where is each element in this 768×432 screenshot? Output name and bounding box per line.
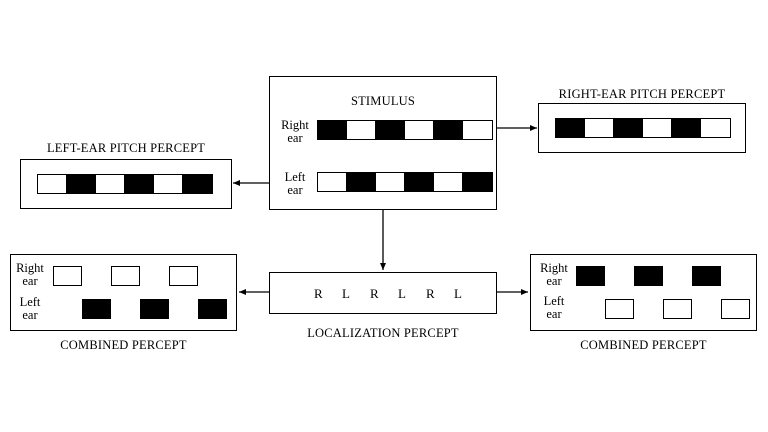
localization-title: LOCALIZATION PERCEPT — [307, 326, 459, 340]
combined-left-left-ear-label-line2: ear — [22, 308, 38, 322]
left-ear-percept-tone-low — [154, 175, 183, 193]
stimulus-right-ear-label: Right ear — [276, 119, 314, 145]
localization-letter: R — [370, 286, 379, 301]
right-ear-percept-tone-high — [614, 119, 643, 137]
left-ear-percept-tone-low — [38, 175, 67, 193]
stimulus-right-tone-high — [318, 121, 347, 139]
combined-right-left-ear-label-line1: Left — [543, 294, 565, 308]
left-ear-percept-tone-high — [125, 175, 154, 193]
stimulus-left-tone-low — [318, 173, 347, 191]
right-ear-percept-tone-low — [643, 119, 672, 137]
stimulus-left-tone-high — [405, 173, 434, 191]
left-ear-percept-tone-high — [67, 175, 96, 193]
stimulus-left-tone-high — [463, 173, 492, 191]
combined-left-left-ear-label: Left ear — [12, 296, 48, 322]
combined-left-left-ear-tone-high — [140, 299, 169, 319]
stimulus-right-tone-high — [434, 121, 463, 139]
stimulus-left-ear-label-line1: Left — [284, 170, 306, 184]
localization-letter: L — [398, 286, 406, 301]
stimulus-title: STIMULUS — [350, 94, 416, 108]
stimulus-right-tone-low — [347, 121, 376, 139]
stimulus-right-ear-label-line1: Right — [281, 118, 309, 132]
combined-left-right-ear-tone-low — [169, 266, 198, 286]
combined-left-right-ear-label-line2: ear — [22, 274, 38, 288]
localization-letter: L — [454, 286, 462, 301]
stimulus-right-tone-low — [405, 121, 434, 139]
combined-right-right-ear-label: Right ear — [534, 262, 574, 288]
right-ear-percept-tone-low — [585, 119, 614, 137]
right-ear-percept-tone-high — [556, 119, 585, 137]
combined-percept-left-title: COMBINED PERCEPT — [60, 338, 187, 352]
combined-right-right-ear-label-line2: ear — [546, 274, 562, 288]
combined-left-right-ear-tone-low — [53, 266, 82, 286]
combined-left-right-ear-label-line1: Right — [16, 261, 44, 275]
stimulus-left-tone-low — [376, 173, 405, 191]
combined-right-left-ear-label-line2: ear — [546, 307, 562, 321]
combined-right-left-ear-tone-low — [605, 299, 634, 319]
right-ear-percept-strip — [555, 118, 731, 138]
stimulus-left-tone-low — [434, 173, 463, 191]
localization-letter: R — [314, 286, 323, 301]
combined-left-right-ear-label: Right ear — [12, 262, 48, 288]
right-ear-percept-tone-high — [672, 119, 701, 137]
combined-left-right-ear-tone-low — [111, 266, 140, 286]
combined-right-left-ear-label: Left ear — [534, 295, 574, 321]
combined-percept-right-title: COMBINED PERCEPT — [580, 338, 707, 352]
stimulus-left-tone-high — [347, 173, 376, 191]
right-ear-percept-title: RIGHT-EAR PITCH PERCEPT — [558, 87, 726, 101]
localization-letter: L — [342, 286, 350, 301]
right-ear-percept-tone-low — [701, 119, 730, 137]
combined-right-left-ear-tone-low — [721, 299, 750, 319]
localization-letter: R — [426, 286, 435, 301]
combined-right-right-ear-tone-high — [692, 266, 721, 286]
stimulus-right-ear-strip — [317, 120, 493, 140]
stimulus-right-tone-high — [376, 121, 405, 139]
left-ear-percept-tone-high — [183, 175, 212, 193]
left-ear-percept-title: LEFT-EAR PITCH PERCEPT — [46, 141, 206, 155]
combined-right-right-ear-tone-high — [634, 266, 663, 286]
combined-left-left-ear-tone-high — [82, 299, 111, 319]
left-ear-percept-strip — [37, 174, 213, 194]
stimulus-left-ear-label-line2: ear — [287, 183, 303, 197]
stimulus-right-tone-low — [463, 121, 492, 139]
combined-left-left-ear-tone-high — [198, 299, 227, 319]
left-ear-percept-tone-low — [96, 175, 125, 193]
combined-left-left-ear-label-line1: Left — [19, 295, 41, 309]
combined-right-right-ear-label-line1: Right — [540, 261, 568, 275]
stimulus-left-ear-label: Left ear — [276, 171, 314, 197]
localization-box — [269, 272, 497, 314]
stimulus-right-ear-label-line2: ear — [287, 131, 303, 145]
combined-right-right-ear-tone-high — [576, 266, 605, 286]
stimulus-left-ear-strip — [317, 172, 493, 192]
combined-right-left-ear-tone-low — [663, 299, 692, 319]
